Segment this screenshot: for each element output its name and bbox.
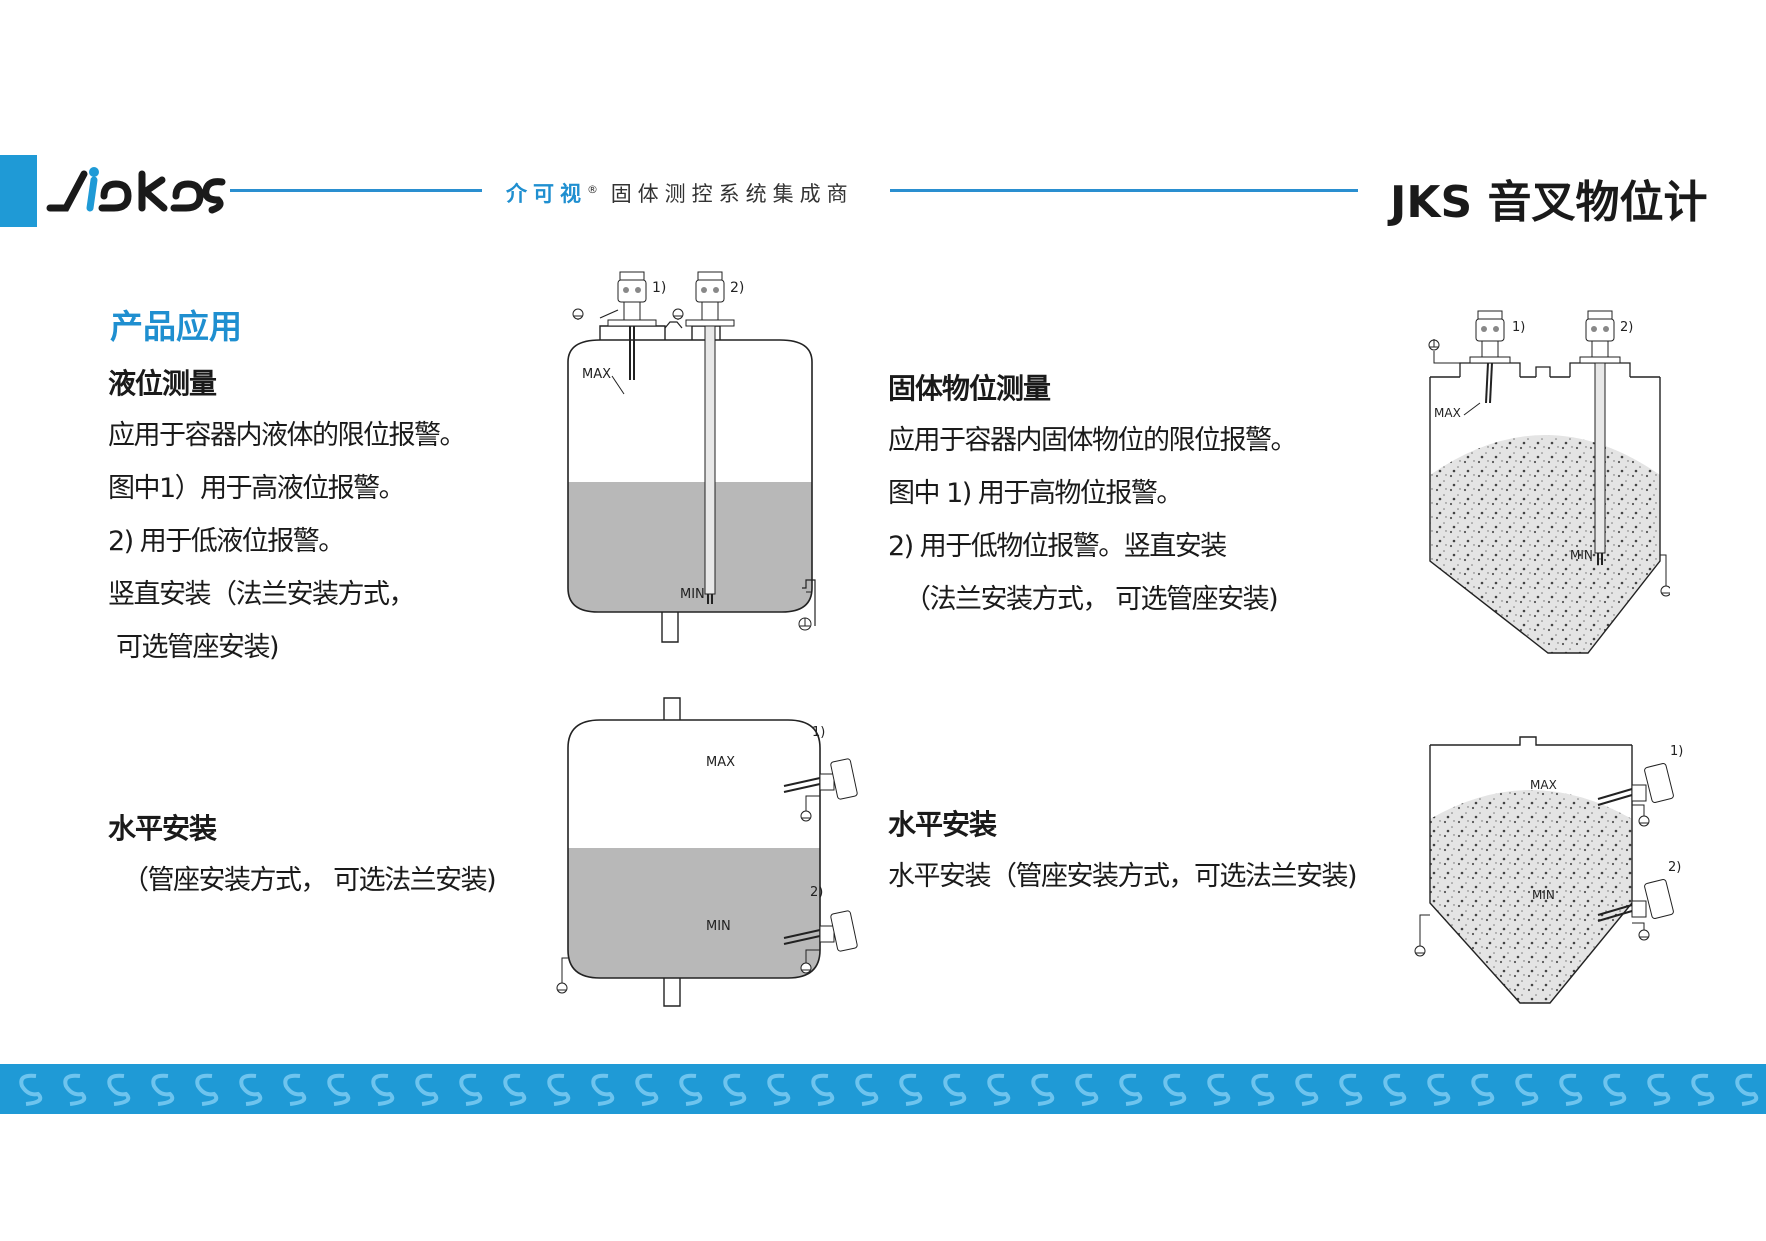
footer-wave-mark	[1339, 1073, 1363, 1106]
footer-wave-mark	[811, 1073, 835, 1106]
footer-wave-mark	[63, 1073, 87, 1106]
footer-wave-mark	[1383, 1073, 1407, 1106]
footer-wave-mark	[503, 1073, 527, 1106]
solid-vertical-line: 图中 1) 用于高物位报警。	[888, 478, 1183, 509]
liquid-horizontal-line: （管座安装方式， 可选法兰安装)	[122, 865, 497, 896]
footer-wave-mark	[547, 1073, 571, 1106]
footer-wave-pattern	[19, 1073, 1759, 1106]
header-accent-block	[0, 155, 37, 227]
footer-wave-mark	[591, 1073, 615, 1106]
footer-wave-mark	[1735, 1073, 1759, 1106]
header-rule-left	[230, 189, 482, 192]
svg-text:1): 1)	[1670, 744, 1683, 759]
svg-text:MAX: MAX	[1434, 406, 1461, 420]
company-logo	[46, 167, 226, 214]
svg-text:2): 2)	[810, 885, 823, 900]
svg-text:2): 2)	[730, 280, 744, 296]
footer-wave-mark	[1075, 1073, 1099, 1106]
footer-wave-mark	[327, 1073, 351, 1106]
footer-wave-mark	[415, 1073, 439, 1106]
footer-wave-mark	[239, 1073, 263, 1106]
footer-band	[0, 1064, 1766, 1114]
footer-wave-mark	[1691, 1073, 1715, 1106]
liquid-tank-horizontal-diagram: MAX MIN 1) 2)	[556, 697, 858, 1007]
solid-silo-vertical-diagram: MAX MIN 1) 2)	[1428, 310, 1670, 654]
liquid-vertical-line: 可选管座安装)	[116, 632, 280, 663]
solid-vertical-title: 固体物位测量	[888, 372, 1051, 405]
footer-wave-mark	[1163, 1073, 1187, 1106]
header-rule-right	[890, 189, 1358, 192]
footer-wave-mark	[1427, 1073, 1451, 1106]
liquid-vertical-title: 液位测量	[108, 367, 217, 400]
footer-wave-mark	[987, 1073, 1011, 1106]
footer-wave-mark	[283, 1073, 307, 1106]
footer-wave-mark	[943, 1073, 967, 1106]
solid-horizontal-title: 水平安装	[888, 808, 997, 841]
footer-wave-mark	[195, 1073, 219, 1106]
footer-wave-mark	[899, 1073, 923, 1106]
footer-wave-mark	[459, 1073, 483, 1106]
footer-wave-mark	[1295, 1073, 1319, 1106]
liquid-vertical-line: 竖直安装（法兰安装方式，	[108, 579, 416, 610]
footer-wave-mark	[635, 1073, 659, 1106]
solid-vertical-text: 固体物位测量 应用于容器内固体物位的限位报警。 图中 1) 用于高物位报警。 2…	[888, 364, 1298, 626]
svg-text:MAX: MAX	[706, 755, 735, 770]
liquid-vertical-line: 2) 用于低液位报警。	[108, 526, 345, 557]
svg-text:MIN: MIN	[680, 587, 705, 602]
footer-wave-mark	[723, 1073, 747, 1106]
footer-wave-mark	[151, 1073, 175, 1106]
footer-wave-mark	[767, 1073, 791, 1106]
svg-text:MIN: MIN	[1570, 548, 1593, 562]
liquid-horizontal-title: 水平安装	[108, 812, 217, 845]
header-tagline: 介可视® 固体测控系统集成商	[506, 182, 854, 206]
solid-vertical-line: （法兰安装方式， 可选管座安装)	[904, 584, 1279, 615]
footer-wave-mark	[1559, 1073, 1583, 1106]
svg-text:2): 2)	[1620, 320, 1633, 335]
liquid-vertical-text: 液位测量 应用于容器内液体的限位报警。 图中1）用于高液位报警。 2) 用于低液…	[108, 359, 467, 674]
footer-wave-mark	[1603, 1073, 1627, 1106]
footer-wave-mark	[679, 1073, 703, 1106]
footer-wave-mark	[1207, 1073, 1231, 1106]
svg-text:1): 1)	[1512, 320, 1525, 335]
solid-vertical-line: 2) 用于低物位报警。竖直安装	[888, 531, 1227, 562]
footer-wave-mark	[19, 1073, 43, 1106]
svg-text:2): 2)	[1668, 860, 1681, 875]
svg-text:MIN: MIN	[1532, 888, 1555, 902]
svg-text:MAX: MAX	[1530, 778, 1557, 792]
footer-wave-mark	[1515, 1073, 1539, 1106]
footer-wave-mark	[1647, 1073, 1671, 1106]
solid-vertical-line: 应用于容器内固体物位的限位报警。	[888, 425, 1298, 456]
liquid-tank-vertical-diagram: MAX MIN 1) 2)	[567, 271, 816, 643]
liquid-vertical-line: 应用于容器内液体的限位报警。	[108, 420, 467, 451]
solid-horizontal-line: 水平安装（管座安装方式，可选法兰安装)	[888, 861, 1358, 892]
footer-wave-mark	[371, 1073, 395, 1106]
footer-wave-mark	[855, 1073, 879, 1106]
svg-text:MIN: MIN	[706, 919, 731, 934]
footer-wave-mark	[1031, 1073, 1055, 1106]
liquid-vertical-line: 图中1）用于高液位报警。	[108, 473, 406, 504]
svg-text:1): 1)	[652, 280, 666, 296]
footer-wave-mark	[1251, 1073, 1275, 1106]
footer-wave-mark	[1471, 1073, 1495, 1106]
solid-horizontal-text: 水平安装 水平安装（管座安装方式，可选法兰安装)	[888, 800, 1358, 903]
solid-silo-horizontal-diagram: MAX MIN 1) 2)	[1414, 736, 1683, 1004]
footer-wave-mark	[1119, 1073, 1143, 1106]
liquid-horizontal-text: 水平安装 （管座安装方式， 可选法兰安装)	[108, 804, 497, 907]
product-title: JKS 音叉物位计	[1390, 177, 1708, 228]
section-title: 产品应用	[110, 307, 242, 346]
svg-text:MAX: MAX	[582, 367, 611, 382]
footer-wave-mark	[107, 1073, 131, 1106]
svg-text:1): 1)	[812, 725, 825, 740]
